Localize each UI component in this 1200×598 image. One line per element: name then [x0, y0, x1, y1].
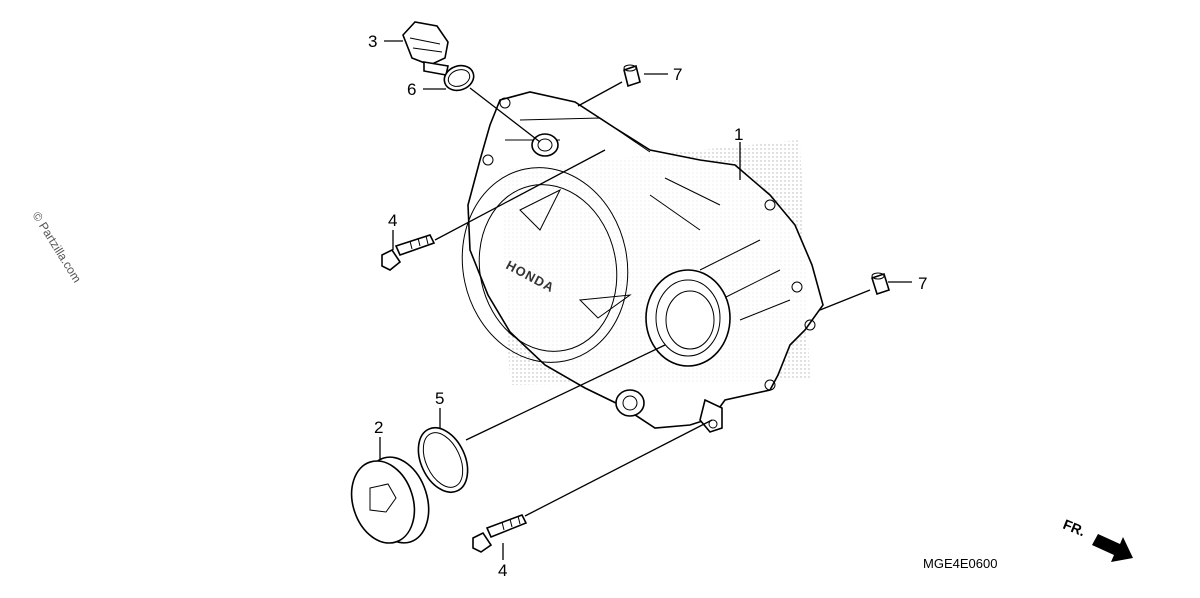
callout-1: 1 — [734, 125, 743, 144]
callout-4-lower: 4 — [498, 561, 507, 580]
callout-7-lower: 7 — [918, 274, 927, 293]
callout-4-upper: 4 — [388, 211, 397, 230]
oil-filler-cap[interactable] — [402, 21, 449, 76]
diagram-code: MGE4E0600 — [923, 556, 997, 571]
callout-2: 2 — [374, 418, 383, 437]
flange-bolt-upper[interactable] — [381, 234, 436, 271]
leader-lines — [379, 40, 912, 560]
dowel-pin-lower[interactable] — [871, 272, 890, 296]
callout-6: 6 — [407, 80, 416, 99]
front-direction-indicator: FR. — [1061, 516, 1133, 562]
hole-cap[interactable] — [341, 449, 439, 551]
direction-label: FR. — [1061, 516, 1088, 539]
callout-3: 3 — [368, 32, 377, 51]
crankcase-cover[interactable]: HONDA — [444, 91, 824, 433]
direction-arrow-icon — [1092, 534, 1133, 562]
callout-5: 5 — [435, 389, 444, 408]
watermark-text: © Partzilla.com — [29, 209, 84, 285]
o-ring-large[interactable] — [409, 420, 478, 500]
callout-7-upper: 7 — [673, 65, 682, 84]
flange-bolt-lower[interactable] — [472, 514, 528, 553]
o-ring-small[interactable] — [441, 62, 477, 95]
dowel-pin-upper[interactable] — [623, 64, 641, 88]
